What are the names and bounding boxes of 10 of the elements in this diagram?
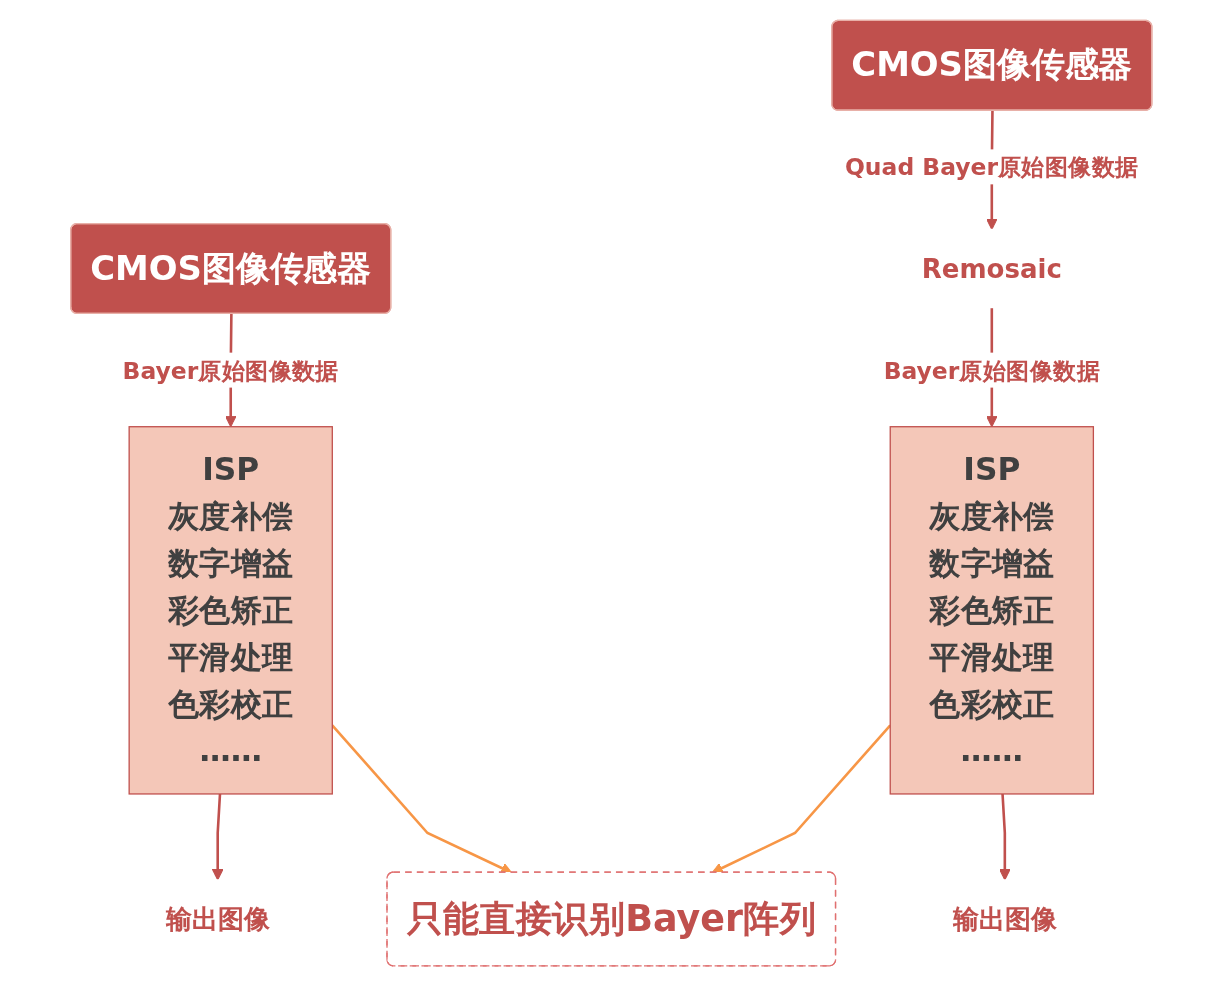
edge-label: Bayer原始图像数据: [122, 356, 340, 384]
node-box: ISP 灰度补偿 数字增益 彩色矫正 平滑处理 色彩校正 ……: [128, 425, 334, 795]
edge-label: Quad Bayer原始图像数据: [845, 153, 1139, 181]
node-text: 输出图像: [952, 903, 1058, 935]
node-text: 输出图像: [165, 903, 271, 935]
arrow: [999, 793, 1011, 881]
node-box: ISP 灰度补偿 数字增益 彩色矫正 平滑处理 色彩校正 ……: [889, 425, 1095, 795]
node-text: Remosaic: [921, 252, 1063, 284]
arrow: [212, 793, 224, 881]
edge-label: Bayer原始图像数据: [883, 356, 1101, 384]
